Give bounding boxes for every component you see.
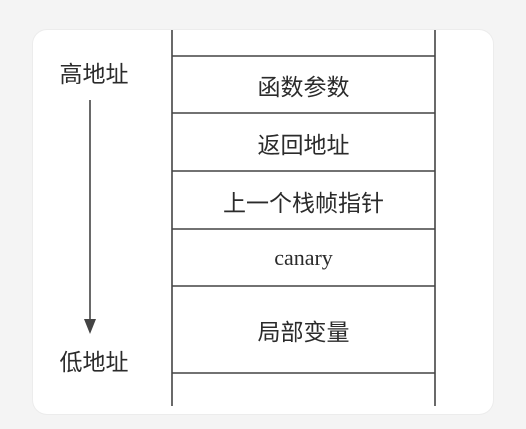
address-direction-arrow-head	[84, 319, 96, 334]
stack-cell-function-args: 函数参数	[257, 75, 350, 101]
diagram-card	[33, 30, 493, 414]
stack-cell-canary: canary	[274, 245, 333, 270]
low-address-label: 低地址	[59, 350, 129, 376]
stack-cell-prev-frame-pointer: 上一个栈帧指针	[223, 190, 384, 217]
stack-cell-local-variables: 局部变量	[257, 320, 350, 346]
stack-cell-return-address: 返回地址	[257, 132, 350, 159]
high-address-label: 高地址	[59, 62, 129, 88]
